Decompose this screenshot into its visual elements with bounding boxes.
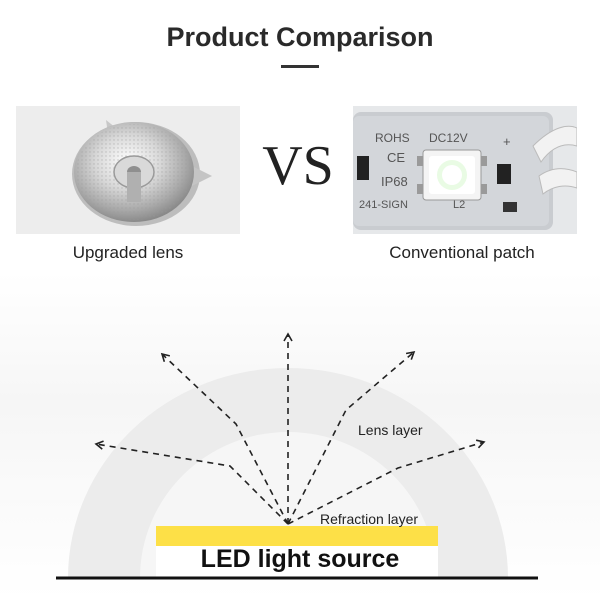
svg-text:+: + [503, 134, 511, 149]
upgraded-lens-caption: Upgraded lens [72, 243, 184, 262]
upgraded-lens-photo [16, 106, 240, 234]
conventional-patch-photo: ROHS DC12V CE IP68 241-SIGN L2 + [353, 106, 577, 234]
svg-text:CE: CE [387, 150, 405, 165]
led-module-illustration: ROHS DC12V CE IP68 241-SIGN L2 + [353, 106, 577, 234]
ray-far-right [287, 439, 486, 525]
ray-mid-left [160, 352, 289, 525]
ray-far-left [94, 440, 289, 525]
light-ray-arrows [94, 332, 486, 525]
svg-text:IP68: IP68 [381, 174, 408, 189]
svg-text:L2: L2 [453, 199, 465, 211]
page-title: Product Comparison [166, 22, 434, 52]
lens-layer-label: Lens layer [358, 422, 423, 438]
svg-text:241-SIGN: 241-SIGN [359, 199, 408, 211]
conventional-patch-caption: Conventional patch [389, 243, 535, 262]
lens-illustration [16, 106, 240, 234]
ray-mid-right [287, 350, 416, 525]
light-source-bar [156, 526, 438, 546]
light-source-base [156, 546, 438, 578]
svg-text:DC12V: DC12V [429, 131, 468, 145]
svg-text:ROHS: ROHS [375, 131, 410, 145]
diagram-drawing [56, 332, 538, 580]
versus-text: VS [262, 135, 334, 197]
led-light-source-label: LED light source [200, 545, 400, 573]
lens-refraction-diagram: Lens layer Refraction layer LED light so… [0, 272, 600, 600]
title-underline [281, 65, 319, 68]
refraction-layer-label: Refraction layer [320, 511, 419, 527]
